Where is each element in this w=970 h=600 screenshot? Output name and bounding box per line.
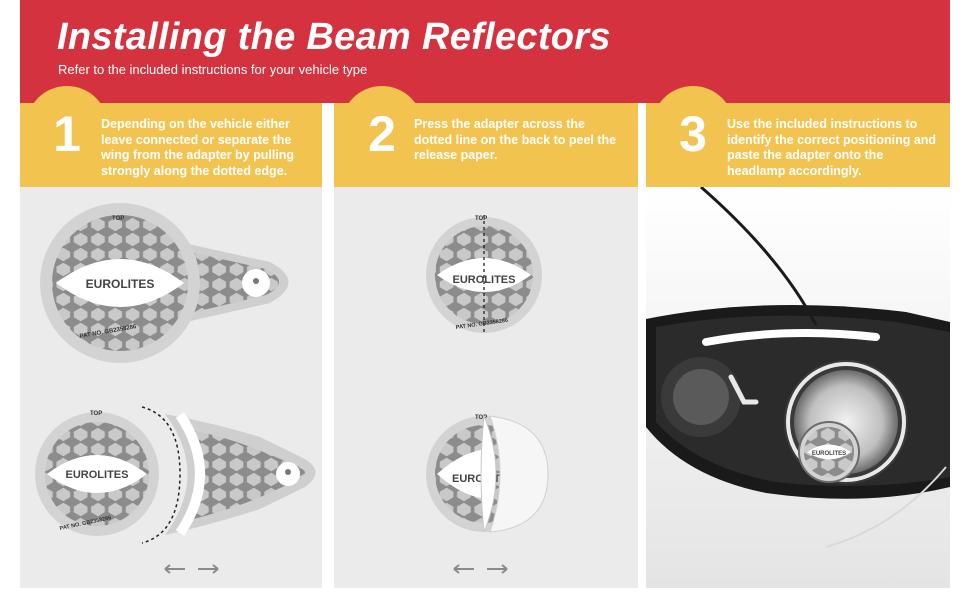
step-1-number: 1	[53, 106, 81, 162]
top-mark: TOP	[475, 415, 487, 421]
left-right-arrows-icon	[453, 564, 508, 574]
brand-label: EUROLITES	[453, 274, 516, 286]
brand-label: EUROLITES	[86, 277, 155, 291]
step-3-number: 3	[679, 106, 707, 162]
left-right-arrows-icon	[164, 564, 219, 574]
step-3-headlamp-photo: EUROLITES	[646, 187, 950, 588]
top-mark: TOP	[90, 411, 102, 417]
step-1-text: Depending on the vehicle either leave co…	[101, 117, 295, 178]
brand-label: EUROLITES	[66, 469, 129, 481]
headlamp-illustration: EUROLITES	[646, 187, 950, 588]
step-1-badge	[26, 86, 108, 168]
step-2-text: Press the adapter across the dotted line…	[414, 117, 617, 162]
reflector-with-wing-connected: TOP EUROLITES PAT NO. GB2358286	[40, 203, 289, 363]
step-2-illustration: TOP EUROLITES PAT NO. GB2358286 TOP EURO…	[426, 215, 549, 574]
step-2-badge	[341, 86, 423, 168]
page-subtitle: Refer to the included instructions for y…	[58, 62, 368, 77]
header-banner	[20, 0, 950, 103]
page-title: Installing the Beam Reflectors	[57, 16, 611, 58]
step-1-illustration: TOP EUROLITES PAT NO. GB2358286 TOP EURO…	[35, 203, 316, 574]
reflector-with-wing-separated: TOP EUROLITES PAT NO. GB2358286	[35, 406, 316, 544]
reflector-peeling-release-paper: TOP EUROLITES	[426, 415, 549, 533]
top-mark: TOP	[112, 216, 124, 222]
step-3-badge	[652, 86, 734, 168]
top-mark: TOP	[475, 216, 487, 222]
step-2-number: 2	[368, 106, 396, 162]
brand-label: EUROLITES	[812, 451, 846, 457]
step-3-text: Use the included instructions to identif…	[727, 117, 937, 178]
reflector-back-dotted-line: TOP EUROLITES PAT NO. GB2358286	[426, 215, 542, 335]
